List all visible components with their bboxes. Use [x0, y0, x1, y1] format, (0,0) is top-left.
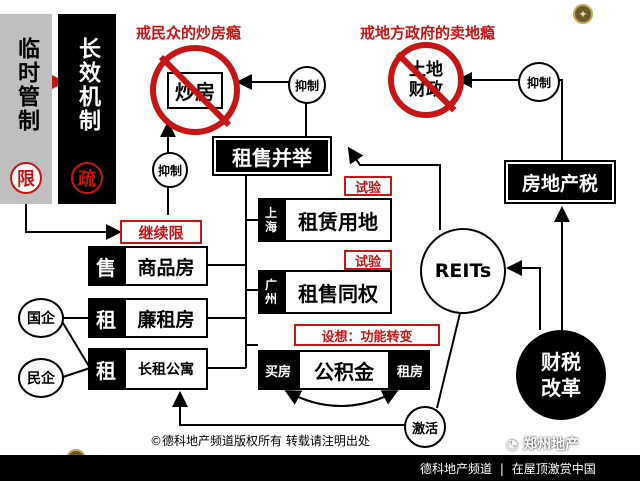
- no-speculation-sign: 炒房: [150, 45, 240, 135]
- footer-separator: |: [499, 462, 504, 476]
- wechat-icon: ◔: [506, 437, 519, 453]
- soe-circle: 国企: [18, 298, 64, 338]
- rental-land-box: 租赁用地: [284, 198, 392, 242]
- pilot-badge-1: 试验: [344, 176, 392, 196]
- shanghai-tag: 上海: [258, 198, 284, 242]
- buy-house-tag: 买房: [258, 350, 298, 390]
- long-term-text: 长效机制: [75, 37, 100, 133]
- activate-bubble: 激活: [404, 406, 446, 448]
- suppress-bubble-1: 抑制: [288, 66, 326, 104]
- pilot-badge-2: 试验: [344, 250, 392, 270]
- footer-text: 德科地产频道 | 在屋顶激赏中国: [420, 460, 636, 477]
- slogan: 在屋顶激赏中国: [511, 462, 596, 476]
- idea-badge: 设想：功能转变: [294, 324, 440, 346]
- long-term-panel: 长效机制 疏: [58, 14, 116, 204]
- rent-house-tag: 租房: [390, 350, 430, 390]
- no-land-finance-sign: 土地财政: [388, 42, 464, 118]
- heading-land-sale: 戒地方政府的卖地瘾: [360, 24, 496, 42]
- sell-tag: 售: [88, 246, 124, 286]
- guangzhou-tag: 广州: [258, 270, 284, 314]
- watermark-text: ◔ 郑州地产: [506, 434, 579, 454]
- suppress-bubble-2: 抑制: [518, 62, 560, 102]
- suppress-bubble-3: 抑制: [152, 152, 188, 188]
- corner-medallion-icon: ✦: [573, 4, 593, 24]
- reits-circle: REITs: [420, 228, 506, 314]
- channel-name: 德科地产频道: [420, 462, 493, 476]
- commodity-housing-box: 商品房: [124, 246, 208, 286]
- rent-tag-2: 租: [88, 348, 124, 390]
- limit-seal: 限: [10, 162, 42, 194]
- fiscal-reform-circle: 财税改革: [516, 330, 606, 420]
- diagram-canvas: 临时管制 限 长效机制 疏 戒民众的炒房瘾 戒地方政府的卖地瘾 炒房 土地财政 …: [0, 0, 640, 455]
- rent-tag-1: 租: [88, 298, 124, 338]
- connector-lines: [25, 70, 570, 426]
- provident-fund-box: 公积金: [298, 350, 390, 390]
- long-rent-apartment-box: 长租公寓: [124, 348, 208, 390]
- property-tax-box: 房地产税: [504, 160, 616, 204]
- watermark-label: 郑州地产: [523, 437, 580, 453]
- temp-control-panel: 临时管制 限: [0, 14, 52, 204]
- temp-control-text: 临时管制: [14, 37, 39, 133]
- heading-speculation: 戒民众的炒房瘾: [136, 24, 242, 42]
- ease-seal: 疏: [71, 162, 103, 194]
- continue-limit-badge: 继续限: [120, 220, 202, 244]
- copyright-text: ©德科地产频道版权所有 转载请注明出处: [150, 434, 370, 448]
- low-rent-housing-box: 廉租房: [124, 298, 208, 338]
- footer-bar: 德科地产频道 | 在屋顶激赏中国: [0, 455, 640, 481]
- private-circle: 民企: [18, 358, 64, 398]
- equal-rights-box: 租售同权: [284, 270, 392, 314]
- rent-and-sale-box: 租售并举: [212, 136, 332, 176]
